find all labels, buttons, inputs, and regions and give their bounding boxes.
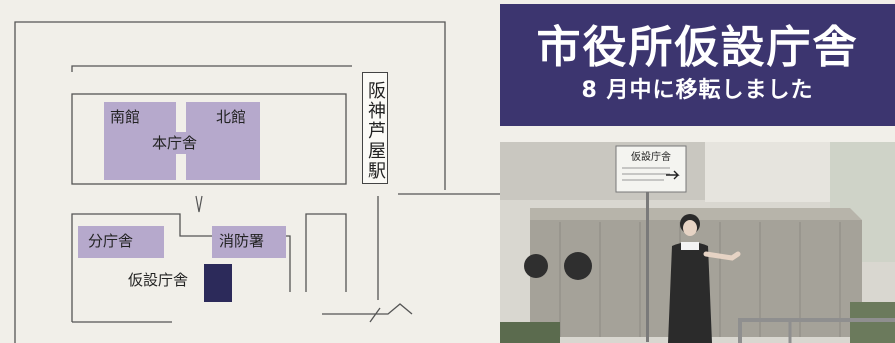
fire-station-label: 消防署 [219, 232, 265, 250]
temporary-office-photo: 仮設庁舎 [500, 142, 895, 343]
right-block-outline [305, 213, 347, 292]
map-drawing [14, 21, 500, 343]
road-arrow-mark [369, 307, 381, 323]
south-wing-label: 南館 [110, 108, 141, 126]
pointer-mark [195, 195, 203, 213]
temporary-building [204, 264, 232, 302]
banner-subtitle: 8 月中に移転しました [581, 78, 814, 103]
north-wing-building [186, 102, 260, 180]
location-map: 阪神芦屋駅 南館 北館 本庁舎 分庁舎 消防署 仮設庁舎 [14, 21, 500, 343]
photo-sign-title: 仮設庁舎 [631, 150, 671, 163]
bottom-road [322, 303, 413, 315]
north-wing-label: 北館 [216, 108, 247, 126]
banner-title: 市役所仮設庁舎 [536, 22, 859, 73]
map-outer-road [14, 21, 446, 343]
main-building-label: 本庁舎 [152, 134, 198, 152]
main-building-connector [174, 132, 188, 154]
branch-building-label: 分庁舎 [88, 232, 134, 250]
photo-illustration: 仮設庁舎 [500, 142, 895, 343]
lower-block-outline [71, 213, 291, 322]
headline-banner: 市役所仮設庁舎 8 月中に移転しました [500, 4, 895, 126]
temporary-building-label: 仮設庁舎 [128, 271, 189, 289]
fire-station-building [212, 226, 286, 258]
map-top-road [71, 65, 352, 72]
station-label: 阪神芦屋駅 [362, 72, 388, 184]
south-wing-building [104, 102, 176, 180]
branch-building [78, 226, 164, 258]
main-block-outline [71, 93, 347, 185]
